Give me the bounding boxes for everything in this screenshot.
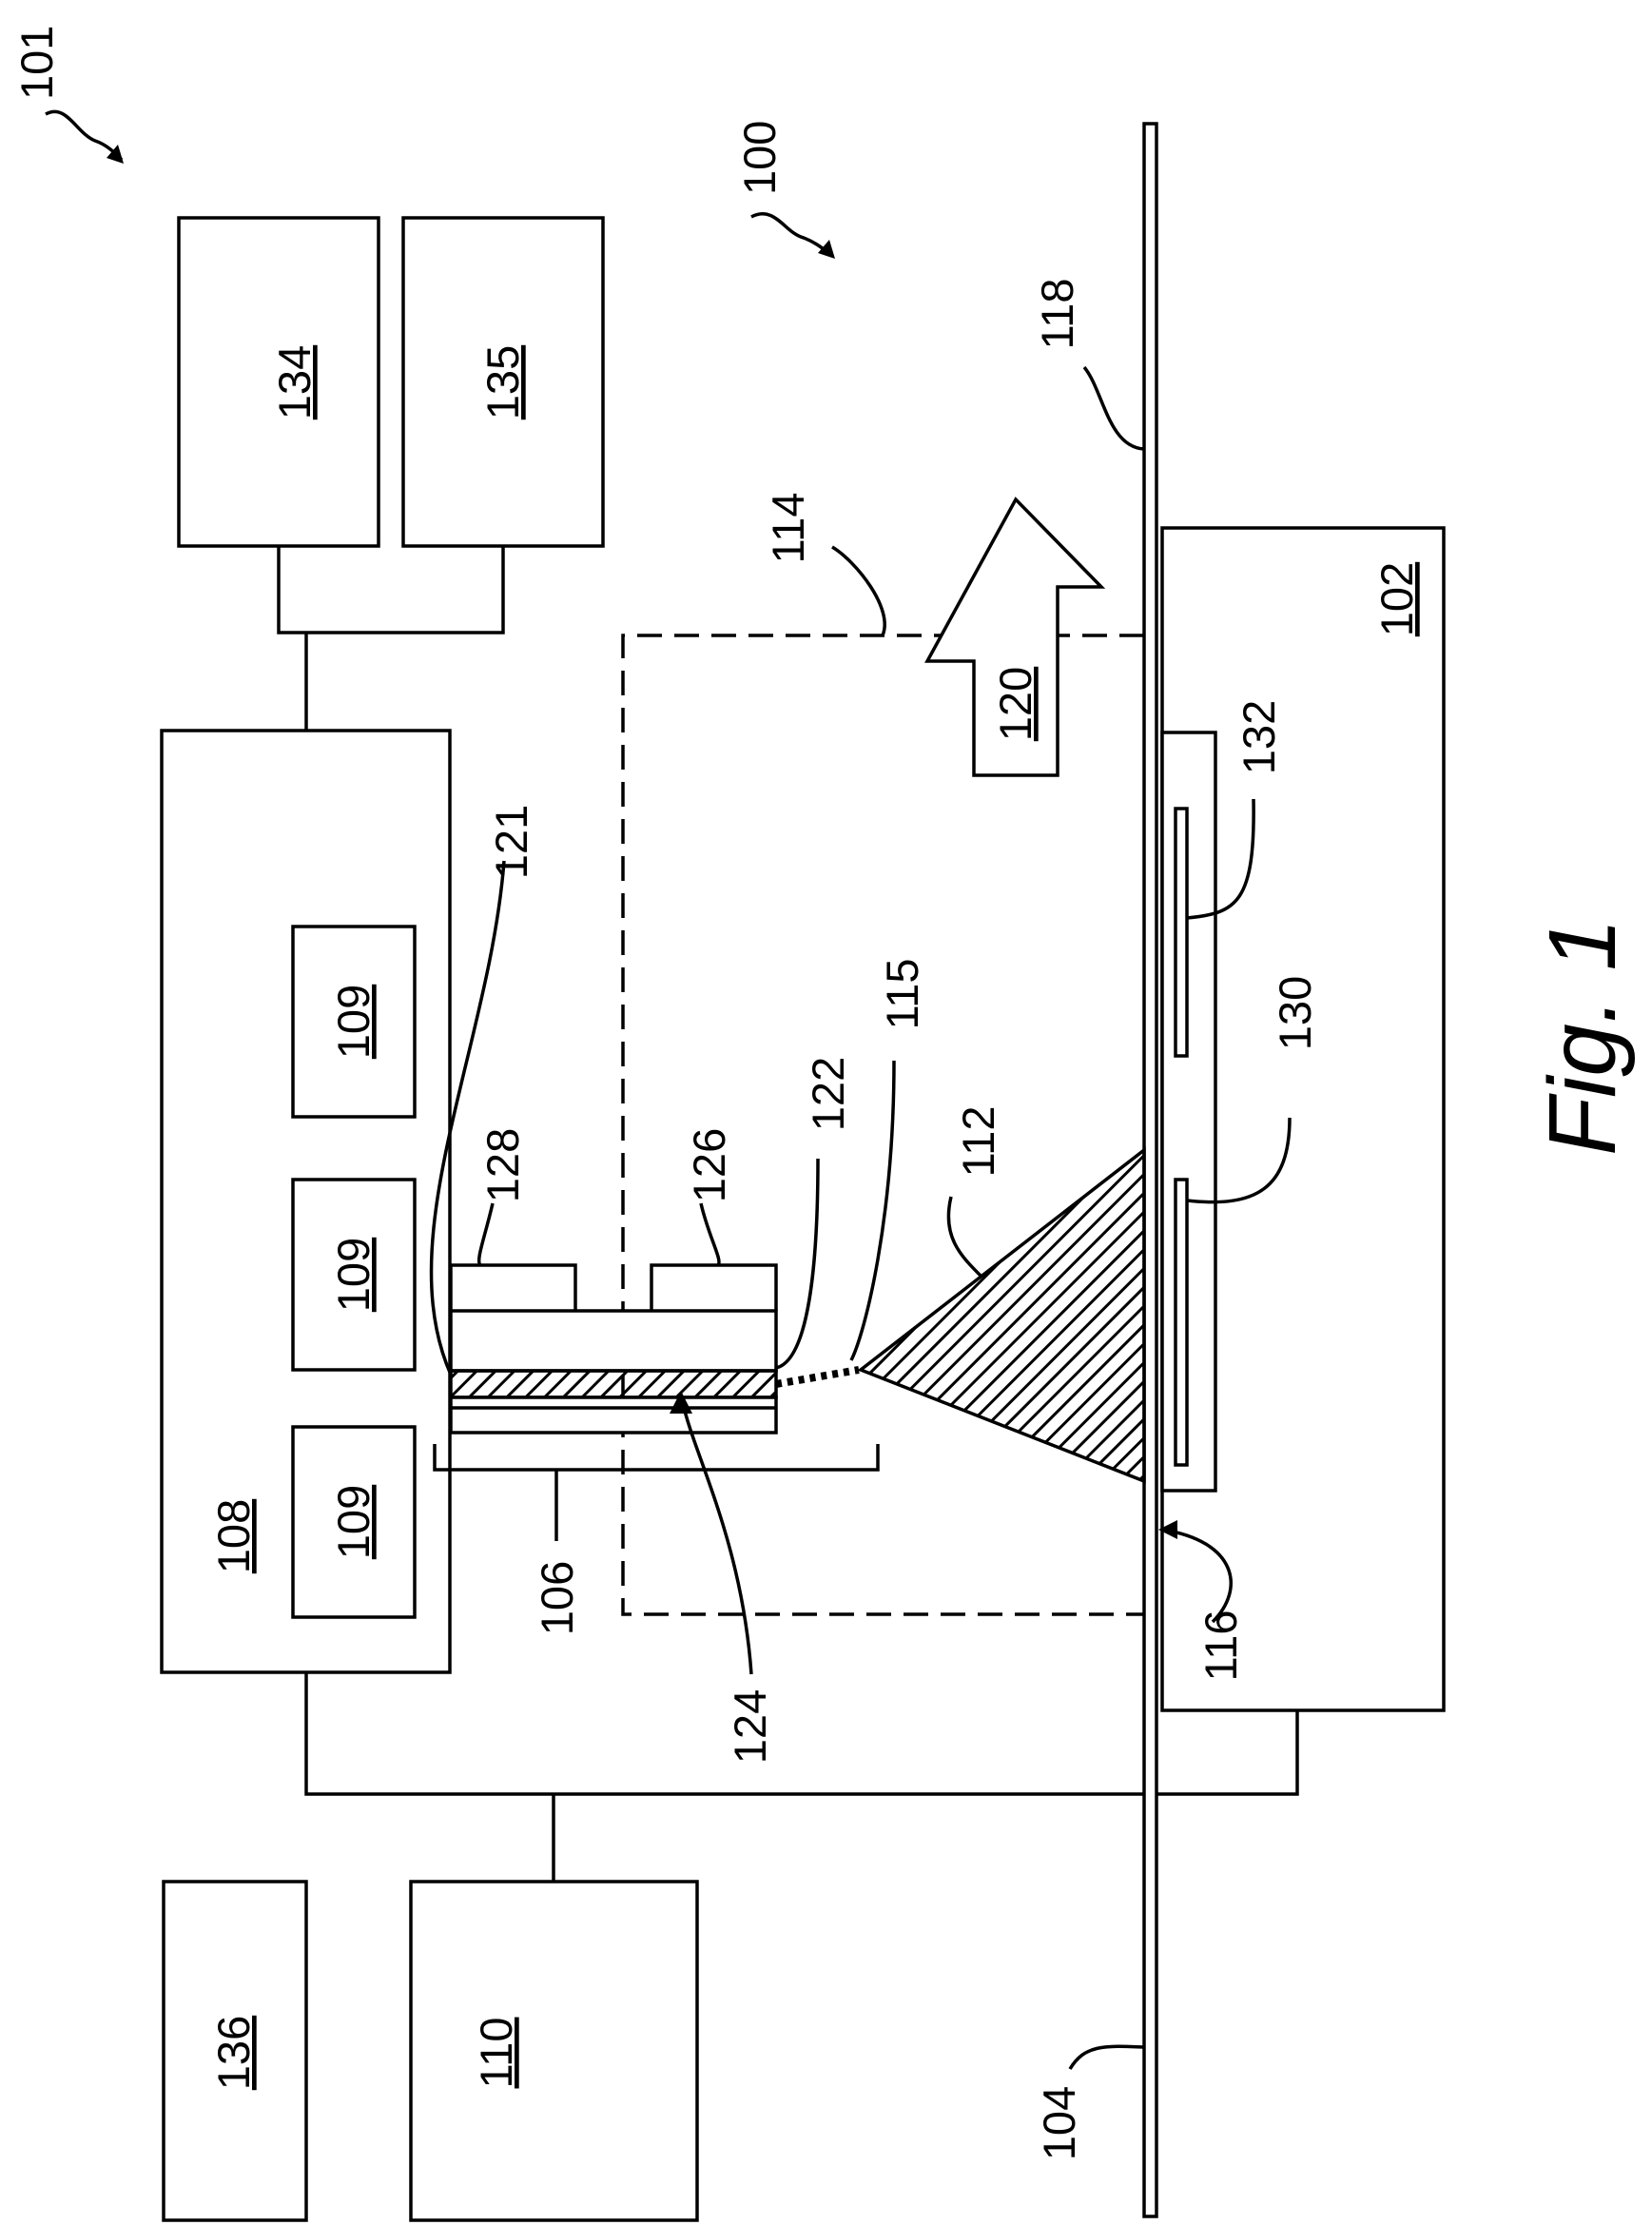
label-110: 110 xyxy=(471,2018,521,2089)
label-112: 112 xyxy=(953,1106,1003,1178)
leader-124 xyxy=(683,1403,751,1674)
label-102: 102 xyxy=(1371,562,1422,636)
label-101: 101 xyxy=(11,26,62,100)
label-135: 135 xyxy=(477,345,528,420)
label-126: 126 xyxy=(684,1128,734,1202)
leader-100-arrow xyxy=(818,240,835,259)
leader-118 xyxy=(1084,367,1144,449)
label-108: 108 xyxy=(208,1499,259,1573)
element-132 xyxy=(1176,809,1187,1056)
label-116: 116 xyxy=(1195,1610,1246,1682)
label-115: 115 xyxy=(877,959,927,1030)
label-120: 120 xyxy=(990,667,1040,741)
connector-134-135-108 xyxy=(279,546,503,633)
leader-115 xyxy=(851,1061,894,1360)
label-136: 136 xyxy=(208,2016,259,2090)
bracket-106 xyxy=(435,1444,878,1470)
leader-122 xyxy=(776,1159,818,1368)
layer-bottom xyxy=(451,1397,776,1433)
element-132-housing xyxy=(1162,732,1215,1491)
label-132: 132 xyxy=(1234,700,1284,774)
label-109-middle: 109 xyxy=(328,1238,379,1312)
leader-112 xyxy=(948,1197,981,1277)
box-110 xyxy=(411,1882,697,2220)
leader-114 xyxy=(832,547,884,635)
label-122: 122 xyxy=(803,1057,853,1131)
label-118: 118 xyxy=(1032,279,1082,350)
label-134: 134 xyxy=(269,345,320,420)
emission-115 xyxy=(776,1370,859,1384)
label-130: 130 xyxy=(1270,976,1320,1050)
leader-126 xyxy=(701,1203,719,1265)
hatched-layer-124 xyxy=(451,1371,776,1397)
leader-101 xyxy=(46,111,122,160)
layer-126 xyxy=(651,1265,776,1311)
label-109-top: 109 xyxy=(328,985,379,1059)
label-121: 121 xyxy=(486,805,536,879)
leader-104 xyxy=(1070,2046,1144,2069)
leader-100 xyxy=(751,214,831,255)
layer-top xyxy=(451,1311,776,1371)
element-130 xyxy=(1176,1180,1187,1465)
label-124: 124 xyxy=(725,1689,775,1764)
figure-title: Fig. 1 xyxy=(1529,918,1636,1156)
label-100: 100 xyxy=(734,121,785,195)
label-104: 104 xyxy=(1034,2086,1084,2160)
label-128: 128 xyxy=(477,1128,528,1202)
dashed-region-114 xyxy=(623,635,1144,1614)
label-106: 106 xyxy=(532,1561,582,1635)
label-109-bottom: 109 xyxy=(328,1485,379,1559)
substrate-104 xyxy=(1144,124,1156,2216)
label-114: 114 xyxy=(763,493,813,564)
leader-128 xyxy=(479,1203,493,1265)
layer-128 xyxy=(451,1265,575,1311)
